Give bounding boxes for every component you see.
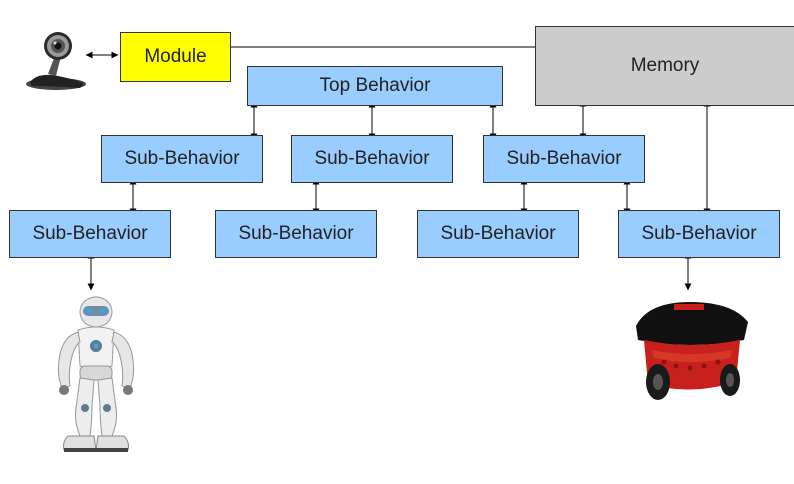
sub-behavior-label: Sub-Behavior: [314, 148, 430, 169]
sub-behavior-box: Sub-Behavior: [9, 210, 171, 258]
sub-behavior-label: Sub-Behavior: [238, 223, 354, 244]
sub-behavior-label: Sub-Behavior: [32, 223, 148, 244]
memory-label: Memory: [630, 55, 700, 76]
sub-behavior-box: Sub-Behavior: [618, 210, 780, 258]
top-behavior-label: Top Behavior: [319, 75, 431, 96]
sub-behavior-label: Sub-Behavior: [440, 223, 556, 244]
module-box: Module: [120, 32, 231, 82]
sub-behavior-label: Sub-Behavior: [124, 148, 240, 169]
humanoid-robot-icon: [57, 296, 135, 452]
sub-behavior-box: Sub-Behavior: [483, 135, 645, 183]
sub-behavior-box: Sub-Behavior: [417, 210, 579, 258]
webcam-icon: [26, 32, 86, 90]
sub-behavior-box: Sub-Behavior: [101, 135, 263, 183]
memory-box: Memory: [535, 26, 794, 106]
top-behavior-box: Top Behavior: [247, 66, 503, 106]
sub-behavior-label: Sub-Behavior: [506, 148, 622, 169]
module-label: Module: [144, 46, 207, 67]
sub-behavior-box: Sub-Behavior: [291, 135, 453, 183]
mobile-robot-icon: [636, 302, 748, 400]
sub-behavior-label: Sub-Behavior: [641, 223, 757, 244]
sub-behavior-box: Sub-Behavior: [215, 210, 377, 258]
